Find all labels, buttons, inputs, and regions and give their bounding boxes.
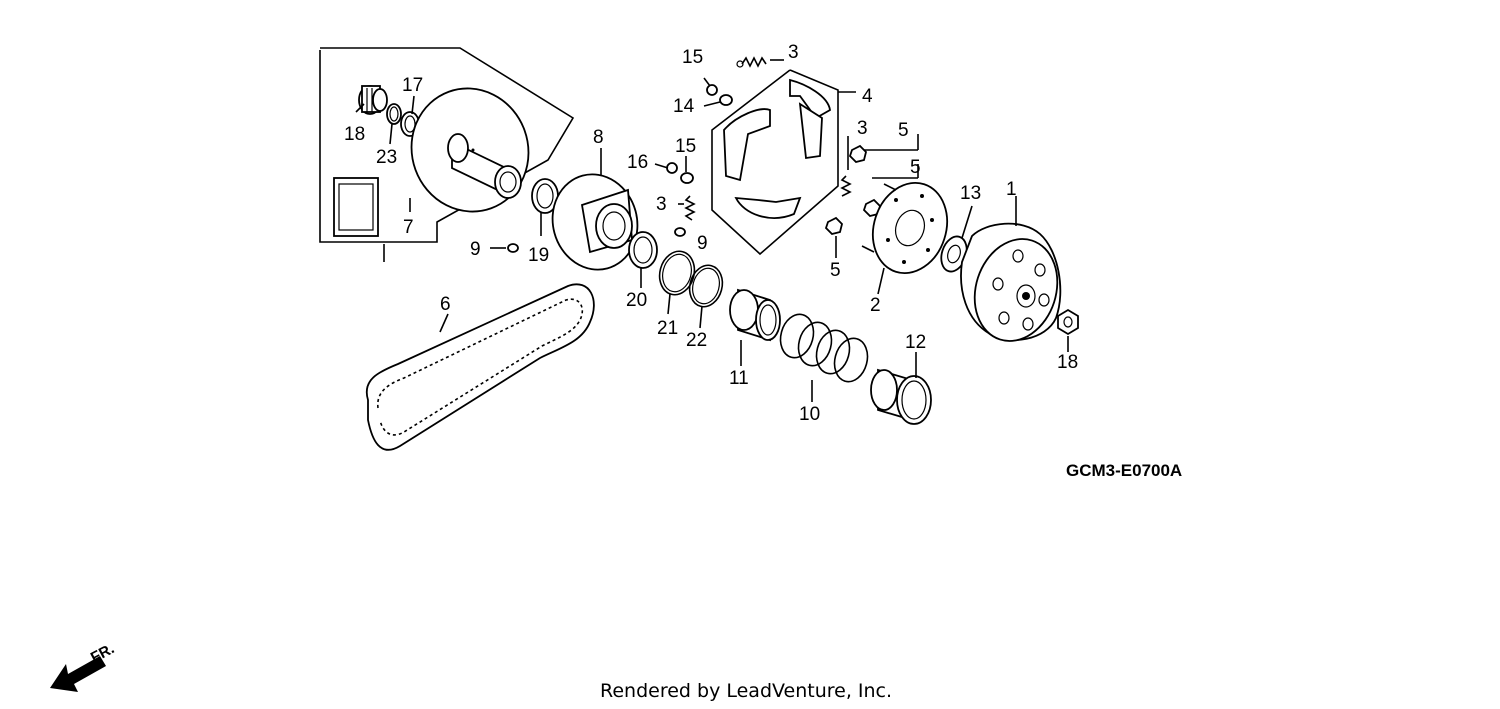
part-17-needle-bearing[interactable]: [358, 85, 388, 115]
part-9-pin-left[interactable]: [507, 243, 519, 253]
part-9-pin-right[interactable]: [674, 227, 686, 237]
callout-13: 13: [960, 183, 981, 204]
credit-text: Rendered by LeadVenture, Inc.: [600, 680, 892, 702]
callout-15: 16: [627, 152, 648, 173]
part-4-clutch-shoes[interactable]: [711, 69, 839, 256]
part-2-drive-plate[interactable]: [861, 173, 959, 283]
callout-labels: 3 15 4 14 17 18 23 3 5 8 15 16 5 13 1 3 …: [344, 42, 1078, 425]
part-5-nut-a[interactable]: [848, 144, 867, 163]
callout-17: 18: [344, 124, 365, 145]
part-23-label-plate[interactable]: [333, 177, 379, 237]
callout-14: 14: [673, 96, 695, 117]
callout-6: 6: [440, 294, 451, 315]
callout-1: 1: [1006, 179, 1017, 200]
callout-7: 7: [403, 217, 414, 238]
callout-3: 3: [656, 194, 667, 215]
part-21-nut[interactable]: [1057, 308, 1079, 336]
front-direction-arrow-icon: FR.: [50, 640, 117, 692]
callout-3: 3: [857, 118, 868, 139]
leader-lines: [355, 59, 1069, 402]
part-18-oil-seal-left[interactable]: [531, 178, 559, 214]
callout-20: 22: [686, 330, 707, 351]
part-18-oil-seal-right[interactable]: [628, 231, 658, 269]
part-22-circlip[interactable]: [386, 103, 402, 125]
part-19-o-ring[interactable]: [655, 247, 699, 298]
callout-12: 12: [905, 332, 926, 353]
part-8-movable-driven-face[interactable]: [542, 165, 648, 279]
callout-2: 2: [870, 295, 881, 316]
part-20-o-ring[interactable]: [685, 262, 727, 311]
part-1-clutch-outer[interactable]: [960, 222, 1070, 352]
callout-10: 10: [799, 404, 820, 425]
part-3-spring-top[interactable]: [736, 56, 767, 68]
callout-22: 23: [376, 147, 397, 168]
callout-9: 9: [470, 239, 481, 260]
callout-5: 5: [898, 120, 909, 141]
callout-16: 17: [402, 75, 423, 96]
callout-15: 15: [682, 47, 703, 68]
part-14-washer-top[interactable]: [719, 94, 733, 106]
part-10-driven-spring[interactable]: [776, 311, 872, 386]
callout-5: 5: [830, 260, 841, 281]
part-14-washer-mid[interactable]: [680, 172, 694, 184]
part-12-collar[interactable]: [870, 368, 932, 425]
callout-4: 4: [862, 86, 873, 107]
diagram-code: GCM3-E0700A: [1066, 461, 1182, 480]
part-15-nut-mid[interactable]: [666, 162, 678, 174]
part-7-driven-face[interactable]: [394, 72, 545, 228]
callout-18: 19: [528, 245, 549, 266]
callout-18: 20: [626, 290, 647, 311]
callout-8: 8: [593, 127, 604, 148]
part-6-drive-belt[interactable]: [365, 283, 595, 451]
callout-11: 11: [729, 368, 749, 389]
callout-19: 21: [657, 318, 678, 339]
part-15-nut-top[interactable]: [706, 84, 718, 96]
part-3-spring-right[interactable]: [840, 175, 852, 197]
part-11-seal-collar[interactable]: [729, 288, 781, 342]
callout-3: 3: [788, 42, 799, 63]
part-5-nut-c[interactable]: [824, 216, 843, 235]
callout-5: 5: [910, 157, 921, 178]
callout-9: 9: [697, 233, 708, 254]
callout-21: 18: [1057, 352, 1078, 373]
callout-14: 15: [675, 136, 696, 157]
part-3-spring-mid[interactable]: [684, 195, 696, 221]
